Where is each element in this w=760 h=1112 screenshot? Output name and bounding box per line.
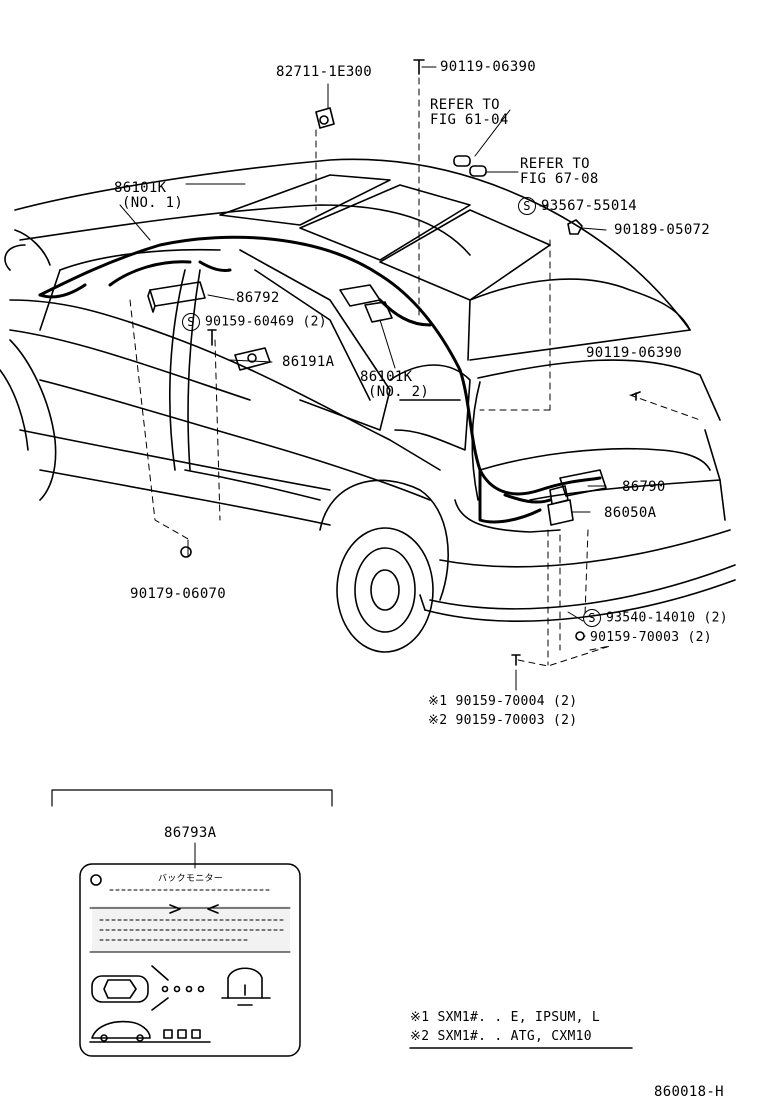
part-number-86191A: 86191A	[282, 354, 335, 370]
s-mark-icon: S	[518, 197, 536, 215]
part-number-86790: 86790	[622, 479, 666, 495]
inset-bracket	[51, 789, 333, 807]
harness-86101K-no2	[339, 284, 393, 323]
vehicle-body	[0, 158, 736, 653]
part-number-86101K-no1: 86101K	[114, 180, 167, 196]
label-card-86793A	[79, 863, 301, 1057]
connector-fig67	[469, 165, 487, 177]
part-number-86101K-no1-sub: (NO. 1)	[122, 195, 184, 211]
connector-fig61	[453, 155, 471, 167]
module-86790	[549, 469, 607, 505]
bolt-90119-right	[631, 391, 641, 401]
part-number-82711: 82711-1E300	[276, 64, 373, 80]
label-card-title: バックモニター	[158, 874, 224, 884]
refer-fig61-line2: FIG 61-04	[430, 112, 509, 128]
part-number-93567-text: 93567-55014	[541, 198, 638, 214]
dashed-reference-lines	[129, 77, 701, 667]
part-number-86050A: 86050A	[604, 505, 657, 521]
relay-86050A	[547, 499, 574, 526]
part-number-86792: 86792	[236, 290, 280, 306]
bolt-90119-top	[413, 59, 425, 75]
part-number-86101K-no2-sub: (NO. 2)	[368, 384, 430, 400]
screw-90159-70003	[575, 631, 585, 641]
refer-fig61-line1: REFER TO	[430, 97, 500, 113]
footnote-2: ※2 SXM1#. . ATG, CXM10	[410, 1029, 592, 1044]
part-number-86101K-no2: 86101K	[360, 369, 413, 385]
part-number-86793A: 86793A	[164, 825, 217, 841]
footnote-1: ※1 SXM1#. . E, IPSUM, L	[410, 1010, 600, 1025]
module-86792	[147, 281, 206, 313]
part-number-90159-60469: S 90159-60469 (2)	[182, 313, 327, 331]
part-number-93567: S 93567-55014	[518, 197, 637, 215]
part-number-90159-70003: 90159-70003 (2)	[590, 630, 712, 645]
refer-fig67-line1: REFER TO	[520, 156, 590, 172]
part-number-90159-70004-note1: ※1 90159-70004 (2)	[428, 694, 578, 709]
leader-lines	[119, 66, 607, 691]
clip-90179	[180, 546, 192, 558]
screw-90159-70004	[511, 654, 521, 666]
part-number-93540-text: 93540-14010 (2)	[606, 610, 728, 626]
figure-number: 860018-H	[654, 1084, 724, 1100]
grommet-90189	[567, 219, 583, 235]
part-number-90159-70003-note2: ※2 90159-70003 (2)	[428, 713, 578, 728]
camera-86191A	[234, 347, 271, 371]
part-number-90159-60469-text: 90159-60469 (2)	[205, 314, 327, 330]
clip-82711	[315, 107, 335, 129]
refer-fig67-line2: FIG 67-08	[520, 171, 599, 187]
wire-harness	[38, 235, 602, 524]
screw-90159-60469	[207, 329, 217, 346]
part-number-90179: 90179-06070	[130, 586, 227, 602]
part-number-90119-right: 90119-06390	[586, 345, 683, 361]
part-number-93540: S 93540-14010 (2)	[583, 609, 728, 627]
s-mark-icon: S	[182, 313, 200, 331]
part-number-90189: 90189-05072	[614, 222, 711, 238]
part-number-90119-top: 90119-06390	[440, 59, 537, 75]
s-mark-icon: S	[583, 609, 601, 627]
